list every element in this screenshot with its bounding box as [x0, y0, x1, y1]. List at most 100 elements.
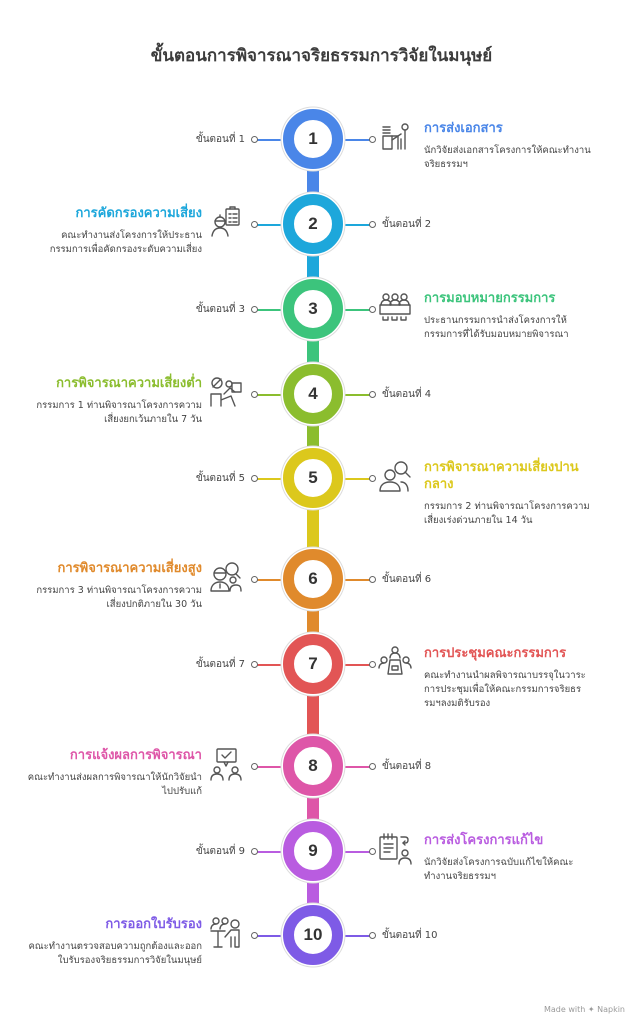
- step-label: ขั้นตอนที่ 2: [382, 219, 432, 230]
- document-submit-icon: [377, 119, 413, 155]
- left-connector-line: [255, 766, 285, 768]
- left-connector-line: [255, 394, 285, 396]
- step-heading: การส่งโครงการแก้ไข: [424, 833, 544, 848]
- connector-endpoint-dot: [251, 847, 258, 855]
- left-connector-line: [255, 309, 285, 311]
- left-connector-line: [255, 664, 285, 666]
- step-label: ขั้นตอนที่ 9: [195, 846, 245, 857]
- step-number: 6: [308, 569, 318, 588]
- right-connector-line: [341, 394, 371, 396]
- step-label: ขั้นตอนที่ 10: [382, 930, 438, 941]
- step-node-4: 4: [283, 364, 343, 424]
- left-connector-line: [255, 935, 285, 937]
- step-number: 5: [308, 468, 318, 487]
- step-node-2: 2: [283, 194, 343, 254]
- right-connector-line: [341, 579, 371, 581]
- connector-endpoint-dot: [369, 220, 376, 228]
- right-connector-line: [341, 766, 371, 768]
- step-node-9: 9: [283, 821, 343, 881]
- step-node-7: 7: [283, 634, 343, 694]
- napkin-watermark: Made with ✦ Napkin: [544, 1005, 625, 1014]
- step-number: 1: [308, 129, 318, 148]
- step-heading: การแจ้งผลการพิจารณา: [69, 748, 202, 763]
- presenter-certificate-icon: [208, 915, 244, 951]
- connector-endpoint-dot: [251, 660, 258, 668]
- left-connector-line: [255, 224, 285, 226]
- right-connector-line: [341, 309, 371, 311]
- step-label: ขั้นตอนที่ 7: [195, 659, 245, 670]
- step-number: 4: [308, 384, 318, 403]
- step-node-8: 8: [283, 736, 343, 796]
- right-connector-line: [341, 851, 371, 853]
- step-number: 8: [308, 756, 318, 775]
- experts-search-icon: [208, 559, 244, 595]
- connector-endpoint-dot: [251, 135, 258, 143]
- connector-endpoint-dot: [251, 474, 258, 482]
- step-node-10: 10: [283, 905, 343, 965]
- connector-endpoint-dot: [251, 220, 258, 228]
- page-title: ขั้นตอนการพิจารณาจริยธรรมการวิจัยในมนุษย…: [150, 46, 493, 66]
- step-heading: การพิจารณาความเสี่ยงสูง: [57, 561, 202, 576]
- step-heading: การคัดกรองความเสี่ยง: [75, 206, 202, 221]
- step-label: ขั้นตอนที่ 8: [382, 761, 432, 772]
- step-heading: การออกใบรับรอง: [105, 917, 202, 932]
- right-connector-line: [341, 935, 371, 937]
- step-number: 3: [308, 299, 318, 318]
- feedback-chat-icon: [208, 746, 244, 782]
- step-number: 10: [303, 925, 323, 944]
- step-heading: การส่งเอกสาร: [424, 121, 503, 136]
- step-description: คณะทำงานตรวจสอบความถูกต้องและออกใบรับรอง…: [28, 941, 202, 966]
- step-label: ขั้นตอนที่ 4: [382, 389, 432, 400]
- connector-endpoint-dot: [369, 390, 376, 398]
- connector-endpoint-dot: [251, 762, 258, 770]
- step-description: กรรมการ 1 ท่านพิจารณาโครงการความเสี่ยงยก…: [36, 400, 202, 425]
- connector-endpoint-dot: [369, 762, 376, 770]
- step-node-3: 3: [283, 279, 343, 339]
- connector-endpoint-dot: [251, 575, 258, 583]
- left-connector-line: [255, 478, 285, 480]
- step-heading: การมอบหมายกรรมการ: [424, 291, 556, 306]
- step-label: ขั้นตอนที่ 6: [382, 574, 432, 585]
- people-search-icon: [377, 458, 413, 494]
- step-label: ขั้นตอนที่ 3: [195, 304, 245, 315]
- step-description: คณะทำงานนำผลพิจารณาบรรจุในวาระการประชุมเ…: [424, 670, 586, 709]
- step-heading: การพิจารณาความเสี่ยงต่ำ: [56, 376, 202, 391]
- left-connector-line: [255, 139, 285, 141]
- connector-endpoint-dot: [369, 847, 376, 855]
- connector-endpoint-dot: [369, 474, 376, 482]
- step-number: 9: [308, 841, 318, 860]
- step-description: กรรมการ 3 ท่านพิจารณาโครงการความเสี่ยงปก…: [36, 585, 202, 610]
- step-description: นักวิจัยส่งโครงการฉบับแก้ไขให้คณะทำงานจร…: [424, 857, 574, 882]
- connector-endpoint-dot: [369, 135, 376, 143]
- step-description: นักวิจัยส่งเอกสารโครงการให้คณะทำงานจริยธ…: [424, 145, 591, 170]
- step-description: คณะทำงานส่งผลการพิจารณาให้นักวิจัยนำไปปร…: [27, 772, 202, 797]
- connector-endpoint-dot: [369, 575, 376, 583]
- connector-endpoint-dot: [251, 305, 258, 313]
- step-description: กรรมการ 2 ท่านพิจารณาโครงการความเสี่ยงเร…: [424, 501, 590, 526]
- step-number: 7: [308, 654, 318, 673]
- reviewer-desk-icon: [208, 374, 244, 410]
- step-node-5: 5: [283, 448, 343, 508]
- step-node-1: 1: [283, 109, 343, 169]
- connector-endpoint-dot: [251, 931, 258, 939]
- meeting-icon: [377, 644, 413, 680]
- worker-clipboard-icon: [208, 204, 244, 240]
- notepad-return-icon: [377, 831, 413, 867]
- step-description: ประธานกรรมการนำส่งโครงการให้กรรมการที่ได…: [424, 315, 569, 340]
- step-label: ขั้นตอนที่ 5: [195, 473, 245, 484]
- connector-endpoint-dot: [369, 305, 376, 313]
- connector-endpoint-dot: [369, 660, 376, 668]
- step-heading: การพิจารณาความเสี่ยงปานกลาง: [424, 460, 579, 492]
- right-connector-line: [341, 664, 371, 666]
- connector-endpoint-dot: [251, 390, 258, 398]
- step-heading: การประชุมคณะกรรมการ: [424, 646, 567, 661]
- step-description: คณะทำงานส่งโครงการให้ประธานกรรมการเพื่อค…: [49, 230, 202, 255]
- left-connector-line: [255, 851, 285, 853]
- step-node-6: 6: [283, 549, 343, 609]
- left-connector-line: [255, 579, 285, 581]
- step-number: 2: [308, 214, 318, 233]
- connector-endpoint-dot: [369, 931, 376, 939]
- right-connector-line: [341, 139, 371, 141]
- right-connector-line: [341, 478, 371, 480]
- right-connector-line: [341, 224, 371, 226]
